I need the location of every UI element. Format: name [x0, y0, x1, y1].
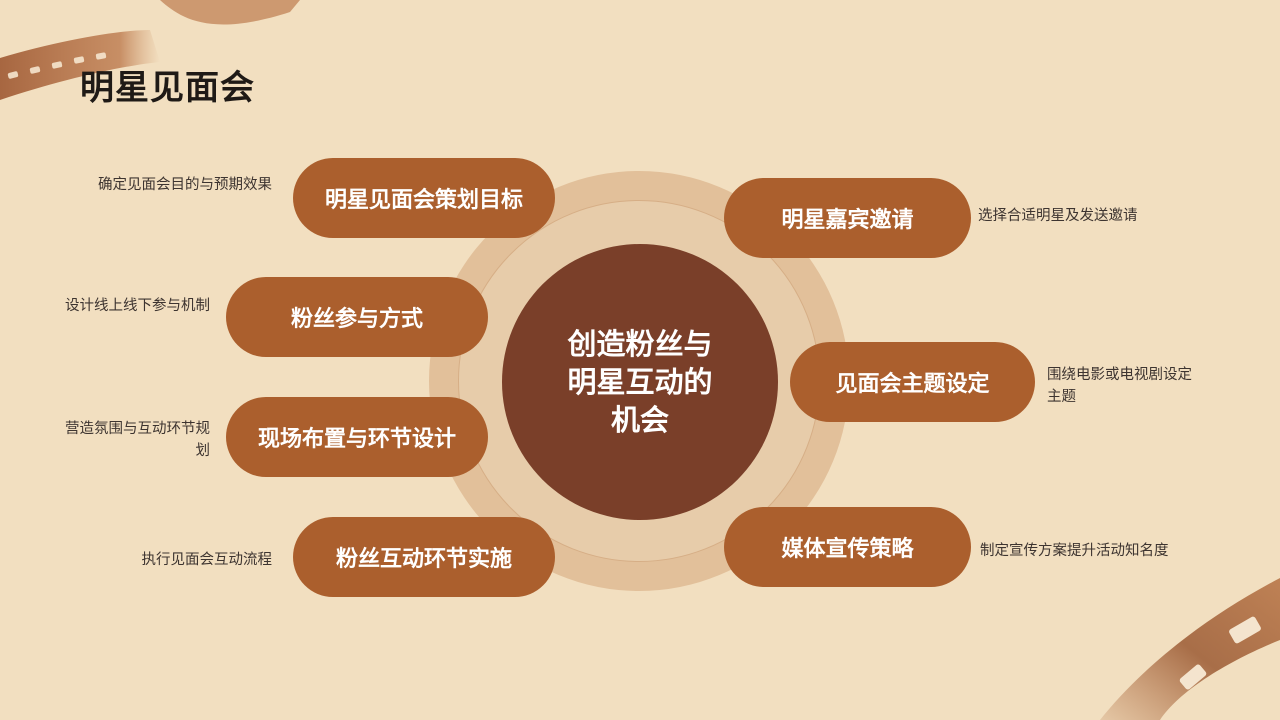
- desc-theme-setting: 围绕电影或电视剧设定主题: [1047, 367, 1192, 405]
- pill-theme-setting: 见面会主题设定: [790, 342, 1035, 422]
- page-title: 明星见面会: [80, 68, 255, 108]
- center-text: 创造粉丝与明星互动的机会: [567, 327, 713, 437]
- pill-label: 明星见面会策划目标: [324, 188, 523, 213]
- desc-media-strategy: 制定宣传方案提升活动知名度: [980, 543, 1169, 559]
- desc-fan-interaction: 执行见面会互动流程: [141, 552, 273, 568]
- pill-label: 明星嘉宾邀请: [781, 208, 914, 233]
- film-strip-top-left: [0, 0, 300, 100]
- pill-fan-interaction: 粉丝互动环节实施: [293, 517, 555, 597]
- pill-media-strategy: 媒体宣传策略: [724, 507, 971, 587]
- desc-fan-participation: 设计线上线下参与机制: [65, 298, 210, 314]
- desc-star-invitation: 选择合适明星及发送邀请: [978, 208, 1138, 224]
- pill-label: 现场布置与环节设计: [257, 427, 456, 452]
- film-strip-bottom-right: [1100, 578, 1280, 720]
- pill-label: 媒体宣传策略: [781, 537, 914, 562]
- desc-planning-goal: 确定见面会目的与预期效果: [98, 177, 272, 193]
- pill-star-invitation: 明星嘉宾邀请: [724, 178, 971, 258]
- pill-label: 粉丝参与方式: [290, 307, 423, 332]
- center-circle: 创造粉丝与明星互动的机会: [502, 244, 778, 520]
- pill-venue-design: 现场布置与环节设计: [226, 397, 488, 477]
- desc-venue-design: 营造氛围与互动环节规划: [65, 421, 210, 459]
- pill-planning-goal: 明星见面会策划目标: [293, 158, 555, 238]
- pill-fan-participation: 粉丝参与方式: [226, 277, 488, 357]
- pill-label: 粉丝互动环节实施: [335, 547, 512, 572]
- pill-label: 见面会主题设定: [835, 372, 990, 397]
